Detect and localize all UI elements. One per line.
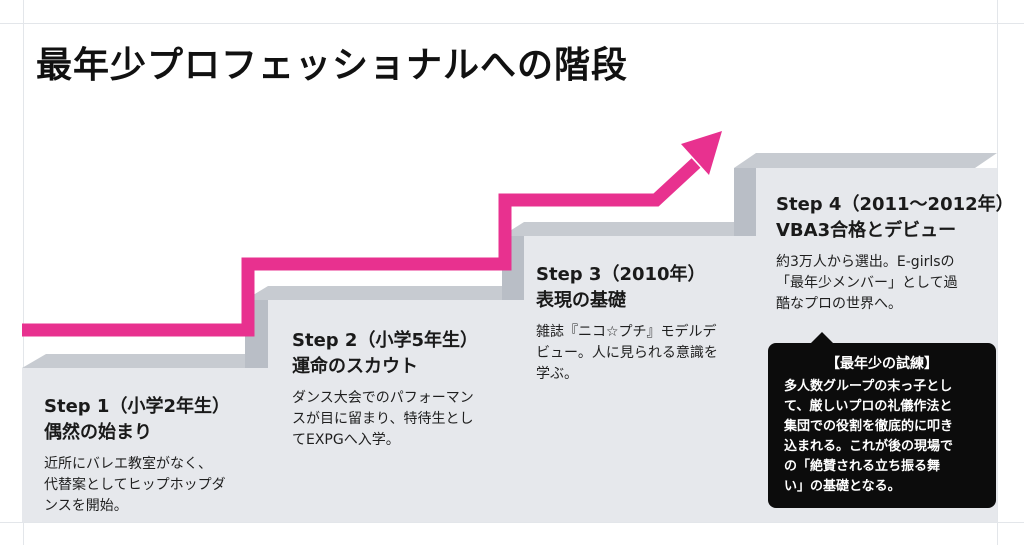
trial-callout: 【最年少の試練】 多人数グループの末っ子とし て、厳しいプロの礼儀作法と 集団で… xyxy=(768,343,996,508)
step-3-subtitle: 表現の基礎 xyxy=(536,290,626,311)
step-2: Step 2（小学5年生） 運命のスカウト ダンス大会でのパフォーマン スが目に… xyxy=(292,328,478,451)
step-1-heading: Step 1（小学2年生） xyxy=(44,396,230,417)
guide-line-top xyxy=(0,23,1024,24)
step-1-top xyxy=(22,354,268,368)
step-3-face xyxy=(524,236,778,522)
step-3-description: 雑誌『ニコ☆プチ』モデルデ ビュー。人に見られる意識を 学ぶ。 xyxy=(536,324,718,382)
callout-pointer xyxy=(810,332,834,344)
page-title: 最年少プロフェッショナルへの階段 xyxy=(36,44,629,86)
step-4-subtitle: VBA3合格とデビュー xyxy=(776,220,957,241)
step-2-face xyxy=(268,300,524,522)
guide-line-right xyxy=(997,0,998,545)
step-4-riser xyxy=(734,168,756,236)
arrow-head xyxy=(681,131,722,175)
step-4-top xyxy=(734,153,997,168)
guide-line-left xyxy=(23,0,24,545)
step-2-heading: Step 2（小学5年生） xyxy=(292,330,478,351)
step-4-heading: Step 4（2011～2012年） xyxy=(776,194,1014,215)
step-2-top xyxy=(245,286,524,300)
callout-title: 【最年少の試練】 xyxy=(826,356,938,372)
callout-body: 多人数グループの末っ子とし て、厳しいプロの礼儀作法と 集団での役割を徹底的に叩… xyxy=(784,379,954,494)
step-4-description: 約3万人から選出。E-girlsの 「最年少メンバー」として過 酷なプロの世界へ… xyxy=(776,254,958,312)
step-2-subtitle: 運命のスカウト xyxy=(292,356,418,377)
step-1-face xyxy=(22,368,268,522)
step-1: Step 1（小学2年生） 偶然の始まり 近所にバレエ教室がなく、 代替案として… xyxy=(44,394,230,517)
step-3-heading: Step 3（2010年） xyxy=(536,264,706,285)
progress-arrow xyxy=(22,131,722,337)
step-1-description: 近所にバレエ教室がなく、 代替案としてヒップホップダ ンスを開始。 xyxy=(44,456,226,514)
guide-line-bottom xyxy=(0,522,1024,523)
step-1-subtitle: 偶然の始まり xyxy=(44,422,152,443)
step-3-top xyxy=(502,222,778,236)
step-2-description: ダンス大会でのパフォーマン スが目に留まり、特待生とし てEXPGへ入学。 xyxy=(292,390,474,448)
arrow-path xyxy=(22,158,701,337)
step-4: Step 4（2011～2012年） VBA3合格とデビュー 約3万人から選出。… xyxy=(776,192,1014,315)
step-3: Step 3（2010年） 表現の基礎 雑誌『ニコ☆プチ』モデルデ ビュー。人に… xyxy=(536,262,718,385)
